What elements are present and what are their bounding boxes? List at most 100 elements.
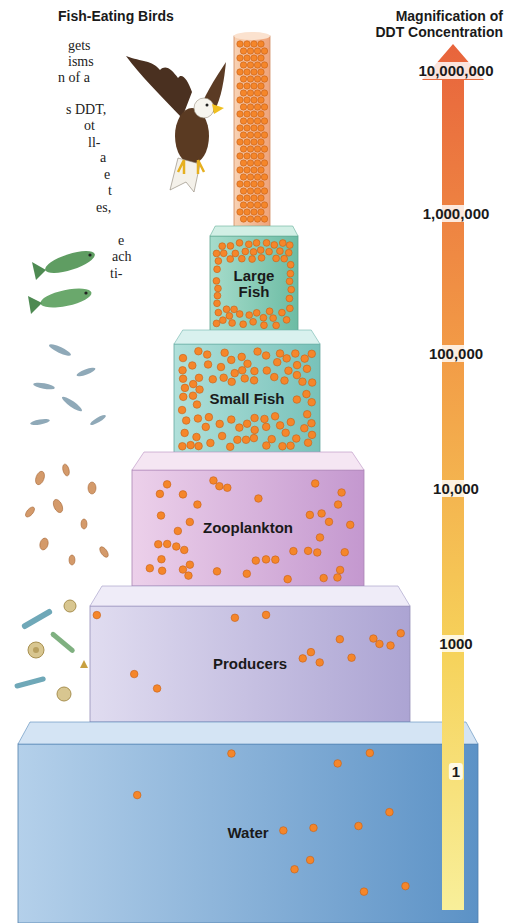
ddt-dot [244,69,250,75]
ddt-dot [266,308,273,315]
ddt-dot [244,153,250,159]
ddt-dot [215,309,222,316]
ddt-dot [262,352,270,360]
ddt-dot [231,369,239,377]
ddt-dot [286,242,293,249]
ddt-dot [279,309,286,316]
ddt-dot [172,543,180,551]
scale-value: 1 [449,763,463,780]
ddt-dot [251,83,257,89]
ddt-dot [261,48,267,54]
ddt-dot [238,255,245,262]
ddt-dot [283,316,290,323]
ddt-dot [220,250,227,257]
ddt-dot [93,611,101,619]
ddt-dot [202,423,210,431]
ddt-dot [258,195,264,201]
level-name: Large Fish [228,268,280,301]
ddt-dot [179,566,187,574]
level-name: Small Fish [209,391,284,408]
ddt-dot [261,62,267,68]
ddt-dot [251,69,257,75]
ddt-dot [158,555,166,563]
ddt-dot [214,266,221,273]
ddt-dot [237,125,243,131]
ddt-dot [213,568,221,576]
ddt-dot [262,556,270,564]
level-name: Zooplankton [203,520,293,537]
ddt-dot [243,420,251,428]
ddt-dot [320,574,328,582]
ddt-dot [179,442,187,450]
ddt-dot [291,865,299,873]
ddt-dot [215,258,222,265]
ddt-dot [229,320,236,327]
level-top [18,722,478,744]
ddt-dot [299,655,307,663]
ddt-dot [216,482,224,490]
ddt-dot [261,118,267,124]
ddt-dot [279,240,286,247]
ddt-dot [258,111,264,117]
ddt-dot [217,363,225,371]
ddt-dot [242,436,250,444]
ddt-dot [387,642,395,650]
ddt-dot [261,216,267,222]
ddt-dot [308,398,316,406]
scale-value: 100,000 [426,345,486,362]
page-text-fragment: s DDT, [66,102,106,118]
ddt-dot [220,374,228,382]
ddt-dot [293,396,301,404]
ddt-dot [266,248,273,255]
page-text-fragment: ll- [88,135,100,151]
ddt-dot [218,432,226,440]
ddt-dot [244,209,250,215]
ddt-dot [241,375,249,383]
ddt-dot [180,546,188,554]
ddt-dot [240,174,246,180]
ddt-dot [179,491,187,499]
page-text-fragment: ot [84,118,95,134]
ddt-dot [250,434,258,442]
ddt-dot [226,443,234,451]
ddt-dot [185,572,193,580]
ddt-dot [261,322,268,329]
page-text-fragment: es, [96,200,111,216]
ddt-dot [258,69,264,75]
ddt-dot [247,146,253,152]
ddt-dot [154,540,162,548]
ddt-dot [227,242,234,249]
bird-level-column [234,32,270,228]
ddt-dot [261,160,267,166]
ddt-dot [204,361,212,369]
ddt-dot [179,393,187,401]
ddt-dot [228,750,236,758]
ddt-dot [174,527,182,535]
ddt-dot [247,104,253,110]
ddt-dot [237,139,243,145]
level-front [210,236,298,332]
ddt-dot [348,654,356,662]
ddt-dot [213,250,220,257]
ddt-dot [301,355,309,363]
ddt-dot [263,239,270,246]
ddt-dot [299,378,307,386]
ddt-dot [258,97,264,103]
ddt-dot [258,125,264,131]
ddt-dot [281,377,289,385]
ddt-dot [260,314,267,321]
ddt-dot [182,417,190,425]
ddt-dot [250,377,258,385]
ddt-dot [261,104,267,110]
level-top [90,586,410,606]
ddt-dot [240,90,246,96]
ddt-dot [244,41,250,47]
ddt-dot [254,104,260,110]
ddt-dot [306,856,314,864]
ddt-dot [258,209,264,215]
level-front [90,606,410,722]
ddt-dot [251,55,257,61]
ddt-dot [336,635,344,643]
ddt-dot [254,48,260,54]
ddt-dot [237,167,243,173]
